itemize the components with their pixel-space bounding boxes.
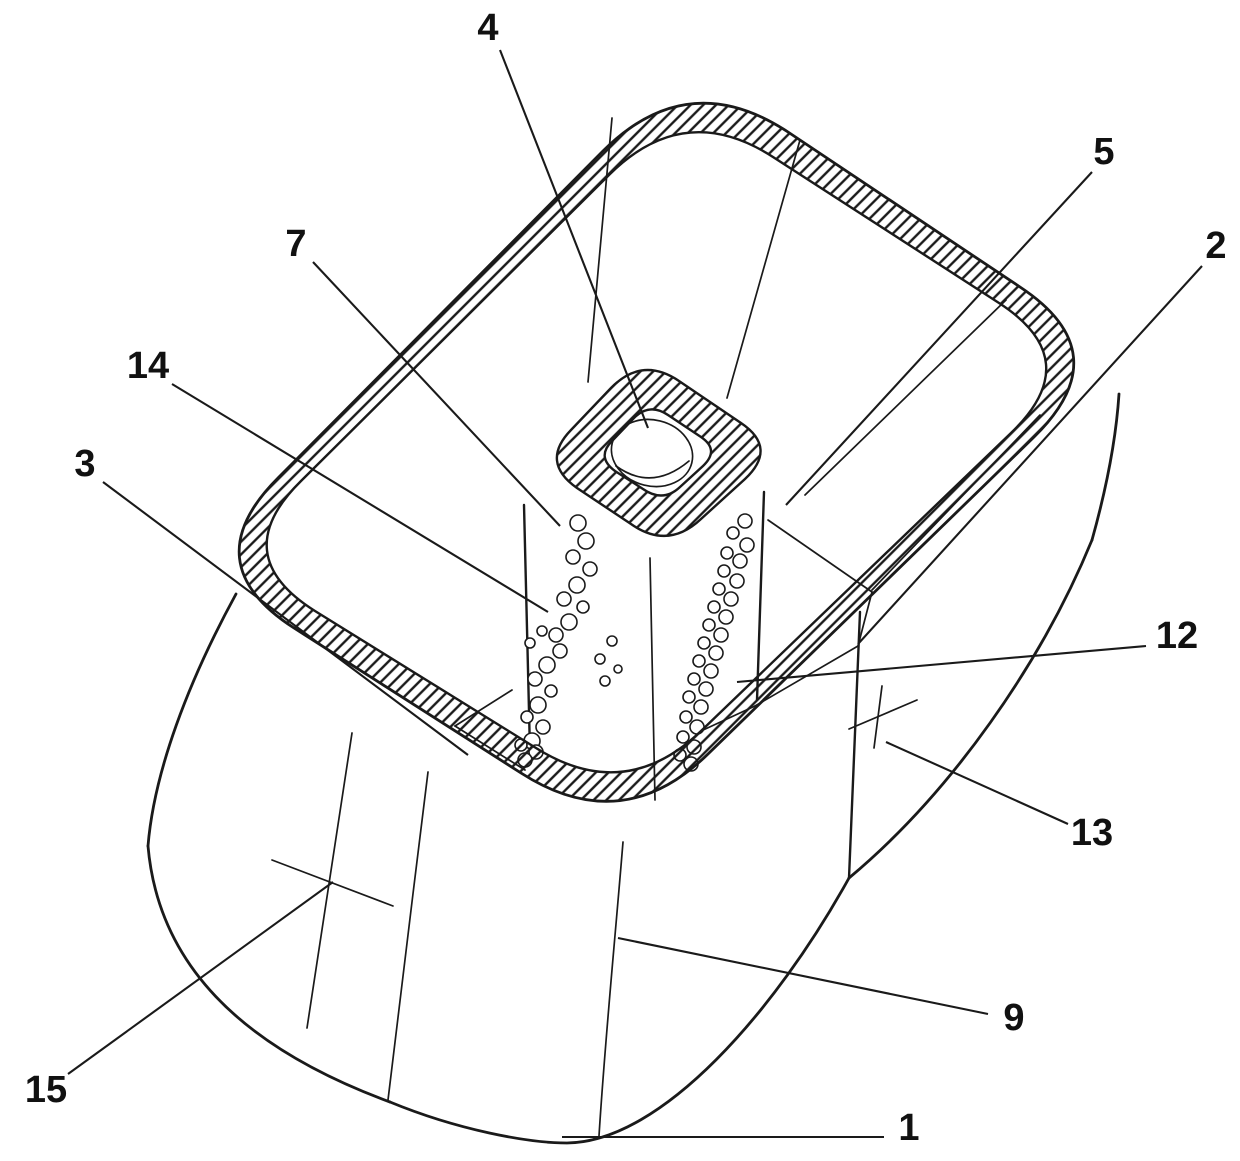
leader-line-12 [736, 644, 1147, 684]
bubble [576, 600, 590, 614]
cap-outer-contour [555, 368, 762, 537]
bubble [599, 675, 611, 687]
interior-edge-right-upper [804, 299, 1007, 496]
bubble [682, 690, 696, 704]
leader-line-15 [67, 881, 334, 1075]
cap-hole-contour [603, 408, 713, 497]
column-front-edge [649, 557, 656, 801]
bubble [712, 582, 726, 596]
bubble [723, 591, 739, 607]
leader-line-4 [499, 49, 649, 429]
leader-line-14 [171, 383, 549, 613]
figure-label-3: 3 [74, 443, 95, 485]
bubble [726, 526, 740, 540]
figure-label-2: 2 [1205, 225, 1226, 267]
interior-edge-back-right [726, 139, 801, 399]
figure-label-12: 12 [1156, 615, 1198, 657]
bubble [568, 576, 586, 594]
bubble [594, 653, 606, 665]
bubble [538, 656, 556, 674]
figure-label-15: 15 [25, 1069, 67, 1111]
bubble [520, 710, 534, 724]
body-right-bottom-edge [847, 538, 1094, 880]
figure-label-5: 5 [1093, 131, 1114, 173]
figure-label-1: 1 [898, 1107, 919, 1149]
bubble [527, 671, 543, 687]
bubble [713, 627, 729, 643]
bubble [708, 645, 724, 661]
floor-edge-right-2 [857, 591, 873, 647]
figure-label-4: 4 [477, 7, 498, 49]
floor-edge-right-1 [767, 519, 873, 593]
column-right-edge [755, 490, 766, 702]
bubble [720, 546, 734, 560]
bubble [577, 532, 595, 550]
leader-line-5 [785, 171, 1093, 506]
bubble [737, 513, 753, 529]
bubble [535, 719, 551, 735]
bubble [606, 635, 618, 647]
bubble [536, 625, 548, 637]
rim-outer-contour [237, 101, 1076, 803]
figure-label-13: 13 [1071, 812, 1113, 854]
cross-mark-left-line [306, 732, 353, 1029]
vessel-rim [237, 101, 1076, 803]
bubble [697, 636, 711, 650]
body-bottom-left-corner [146, 844, 392, 1104]
body-front-left-crease [387, 771, 429, 1101]
bubble [693, 699, 709, 715]
bubble [582, 561, 598, 577]
rim-inner-contour [265, 131, 1048, 774]
body-front-right-edge [847, 610, 862, 880]
bubble [732, 553, 748, 569]
bubble [729, 573, 745, 589]
bubble [717, 564, 731, 578]
figure-label-7: 7 [285, 223, 306, 265]
leader-line-2 [857, 265, 1203, 645]
column-cap [555, 368, 762, 537]
body-bottom-edge [388, 876, 851, 1145]
cap-center-hole [610, 418, 694, 488]
bubble [552, 643, 568, 659]
bubble [548, 627, 564, 643]
bubble [565, 549, 581, 565]
cross-mark-right-tick [848, 699, 918, 730]
leader-line-13 [885, 741, 1069, 825]
figure-label-9: 9 [1003, 997, 1024, 1039]
rim-hatch-ring [239, 103, 1074, 802]
bubble [676, 730, 690, 744]
cap-hole-depth-arc [615, 460, 690, 479]
leader-line-7 [312, 261, 561, 527]
cap-hatch-ring [556, 370, 761, 536]
reference-labels: 4 5 2 7 14 3 12 13 9 15 1 [25, 7, 1227, 1149]
bubble [703, 663, 719, 679]
bubble [556, 591, 572, 607]
leader-line-9 [617, 936, 989, 1016]
body-left-edge [146, 592, 238, 848]
bubble [692, 654, 706, 668]
body-right-edge [1090, 392, 1121, 542]
bubble [529, 696, 547, 714]
figure-label-14: 14 [127, 345, 169, 387]
bubble [569, 514, 587, 532]
bubble [739, 537, 755, 553]
wall-markers [271, 685, 918, 1029]
bubble [560, 613, 578, 631]
bubble [707, 600, 721, 614]
bubble [679, 710, 693, 724]
bubble [687, 672, 701, 686]
bubble [544, 684, 558, 698]
bubble [524, 637, 536, 649]
bubble [613, 664, 623, 674]
leader-line-3 [102, 481, 469, 756]
bubble [698, 681, 714, 697]
bubble [702, 618, 716, 632]
body-front-middle-crease [598, 841, 624, 1137]
bubble [718, 609, 734, 625]
